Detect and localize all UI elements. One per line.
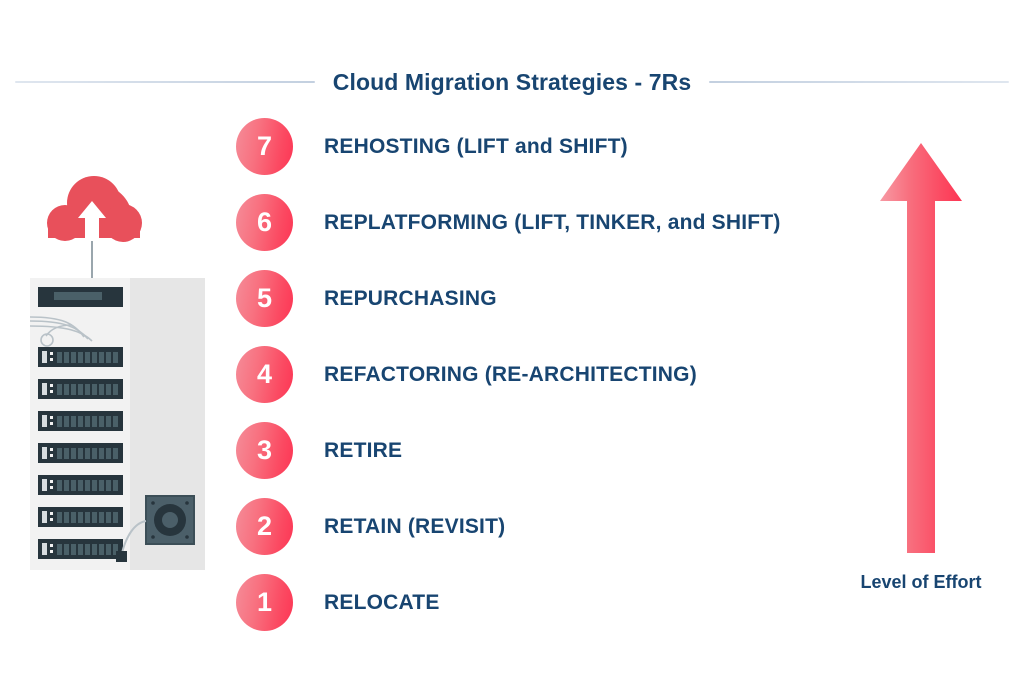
level-of-effort-label: Level of Effort	[860, 572, 982, 592]
page-title: Cloud Migration Strategies - 7Rs	[332, 68, 692, 95]
strategy-number-badge: 5	[236, 270, 293, 327]
strategy-number-badge: 2	[236, 498, 293, 555]
strategy-label: RETAIN (REVISIT)	[324, 514, 506, 538]
cable-connector	[116, 551, 127, 562]
strategy-number-badge: 7	[236, 118, 293, 175]
strategy-number-badge: 4	[236, 346, 293, 403]
title-rule-left	[14, 81, 315, 83]
rack-cables	[29, 316, 93, 342]
strategy-row[interactable]: 6 REPLATFORMING (LIFT, TINKER, and SHIFT…	[236, 194, 856, 270]
server-rack-illustration	[22, 165, 222, 575]
strategy-row[interactable]: 1 RELOCATE	[236, 574, 856, 650]
strategy-number-badge: 6	[236, 194, 293, 251]
title-bar: Cloud Migration Strategies - 7Rs	[0, 62, 1024, 102]
rack-server-units	[38, 347, 123, 559]
strategy-row[interactable]: 2 RETAIN (REVISIT)	[236, 498, 856, 574]
title-rule-right	[709, 81, 1010, 83]
strategy-label: RELOCATE	[324, 590, 440, 614]
strategy-list: 7 REHOSTING (LIFT and SHIFT) 6 REPLATFOR…	[236, 118, 856, 650]
strategy-number-badge: 1	[236, 574, 293, 631]
strategy-row[interactable]: 7 REHOSTING (LIFT and SHIFT)	[236, 118, 856, 194]
strategy-label: REHOSTING (LIFT and SHIFT)	[324, 134, 628, 158]
strategy-row[interactable]: 5 REPURCHASING	[236, 270, 856, 346]
strategy-row[interactable]: 3 RETIRE	[236, 422, 856, 498]
strategy-label: REPURCHASING	[324, 286, 497, 310]
strategy-label: RETIRE	[324, 438, 403, 462]
strategy-label: REPLATFORMING (LIFT, TINKER, and SHIFT)	[324, 210, 781, 234]
cloud-upload-icon	[47, 176, 142, 242]
fan-cable	[121, 520, 147, 554]
cooling-fan-icon	[145, 495, 195, 545]
level-of-effort-arrow-icon	[866, 138, 976, 558]
strategy-number-badge: 3	[236, 422, 293, 479]
strategy-label: REFACTORING (RE-ARCHITECTING)	[324, 362, 697, 386]
strategy-row[interactable]: 4 REFACTORING (RE-ARCHITECTING)	[236, 346, 856, 422]
